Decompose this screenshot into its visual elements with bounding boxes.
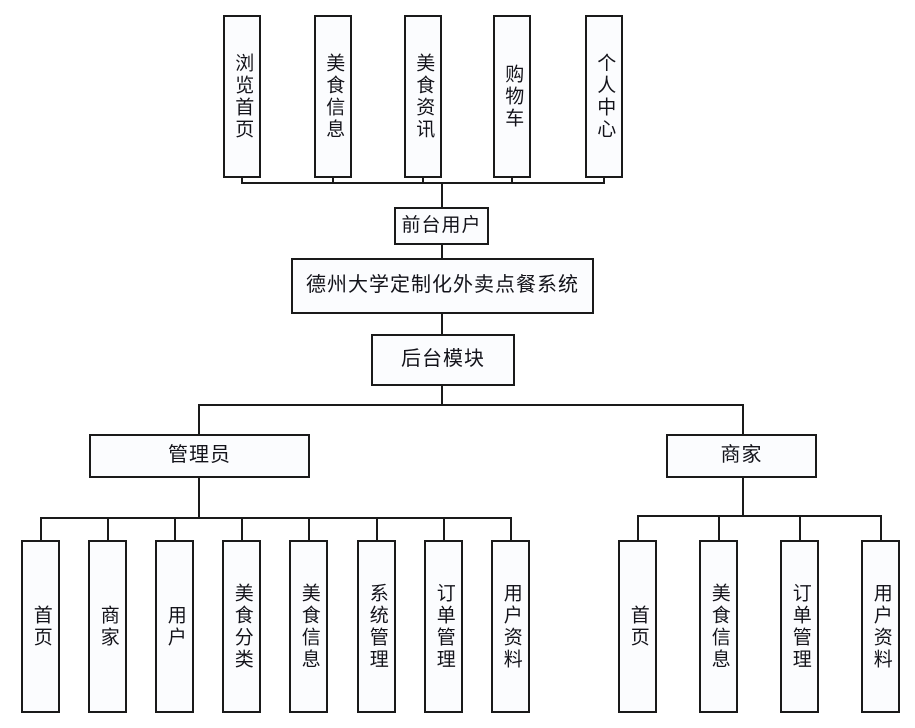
node-admin-child-5[interactable]: 系统管理 (357, 540, 396, 713)
connector-admin-child-drop-2 (174, 517, 176, 540)
node-label: 美食分类 (231, 582, 253, 671)
connector-user-to-root (441, 245, 443, 259)
connector-admin-child-drop-5 (376, 517, 378, 540)
node-frontend-user[interactable]: 前台用户 (394, 207, 489, 245)
node-admin-child-1[interactable]: 商家 (88, 540, 127, 713)
node-frontend-child-0[interactable]: 浏览首页 (223, 15, 261, 178)
connector-bus-to-merchant (742, 404, 744, 436)
node-frontend-child-1[interactable]: 美食信息 (314, 15, 352, 178)
node-merchant-child-3[interactable]: 用户资料 (861, 540, 900, 713)
connector-admin-child-drop-0 (40, 517, 42, 540)
connector-merchant-to-bus (742, 478, 744, 515)
node-label: 美食信息 (323, 52, 345, 141)
connector-admin-child-drop-6 (443, 517, 445, 540)
connector-bus-to-admin (198, 404, 200, 436)
node-admin-child-7[interactable]: 用户资料 (491, 540, 530, 713)
connector-frontend-drop-1 (332, 178, 334, 184)
node-label: 美食资讯 (413, 52, 435, 141)
node-label: 商家 (97, 604, 119, 649)
node-label: 购物车 (502, 63, 524, 130)
node-label: 管理员 (168, 444, 231, 467)
node-admin-child-3[interactable]: 美食分类 (222, 540, 261, 713)
connector-admin-child-drop-7 (510, 517, 512, 540)
node-label: 个人中心 (594, 52, 616, 141)
connector-frontend-bus (241, 182, 605, 184)
node-label: 用户资料 (500, 582, 522, 671)
connector-root-to-backend (441, 314, 443, 335)
connector-merchant-child-drop-2 (799, 515, 801, 540)
node-backend-module[interactable]: 后台模块 (371, 334, 515, 386)
node-frontend-child-2[interactable]: 美食资讯 (404, 15, 442, 178)
connector-frontend-bus-to-user (441, 182, 443, 208)
node-label: 首页 (627, 604, 649, 649)
node-label: 订单管理 (433, 582, 455, 671)
node-role-merchant[interactable]: 商家 (666, 434, 817, 478)
node-admin-child-0[interactable]: 首页 (21, 540, 60, 713)
connector-admin-child-drop-4 (308, 517, 310, 540)
connector-merchant-children-bus (637, 515, 881, 517)
connector-admin-to-bus (198, 478, 200, 517)
connector-merchant-child-drop-0 (637, 515, 639, 540)
connector-merchant-child-drop-1 (718, 515, 720, 540)
node-label: 德州大学定制化外卖点餐系统 (306, 274, 579, 297)
node-frontend-child-4[interactable]: 个人中心 (585, 15, 623, 178)
node-label: 用户 (164, 604, 186, 649)
node-label: 商家 (720, 444, 763, 467)
node-label: 美食信息 (708, 582, 730, 671)
connector-backend-role-bus (198, 404, 744, 406)
connector-admin-child-drop-3 (241, 517, 243, 540)
connector-admin-children-bus (40, 517, 511, 519)
connector-backend-to-bus (441, 386, 443, 406)
node-label: 首页 (30, 604, 52, 649)
node-admin-child-6[interactable]: 订单管理 (424, 540, 463, 713)
connector-frontend-drop-3 (511, 178, 513, 184)
node-label: 前台用户 (401, 214, 482, 236)
node-label: 订单管理 (789, 582, 811, 671)
node-role-admin[interactable]: 管理员 (89, 434, 310, 478)
node-root-system[interactable]: 德州大学定制化外卖点餐系统 (291, 258, 594, 314)
node-label: 用户资料 (870, 582, 892, 671)
node-admin-child-2[interactable]: 用户 (155, 540, 194, 713)
node-admin-child-4[interactable]: 美食信息 (289, 540, 328, 713)
connector-frontend-drop-2 (422, 178, 424, 184)
node-frontend-child-3[interactable]: 购物车 (493, 15, 531, 178)
node-label: 系统管理 (366, 582, 388, 671)
connector-frontend-drop-0 (241, 178, 243, 184)
node-label: 美食信息 (298, 582, 320, 671)
node-merchant-child-2[interactable]: 订单管理 (780, 540, 819, 713)
connector-frontend-drop-4 (603, 178, 605, 184)
node-merchant-child-1[interactable]: 美食信息 (699, 540, 738, 713)
connector-admin-child-drop-1 (107, 517, 109, 540)
node-merchant-child-0[interactable]: 首页 (618, 540, 657, 713)
node-label: 浏览首页 (232, 52, 254, 141)
connector-merchant-child-drop-3 (880, 515, 882, 540)
node-label: 后台模块 (401, 348, 485, 371)
